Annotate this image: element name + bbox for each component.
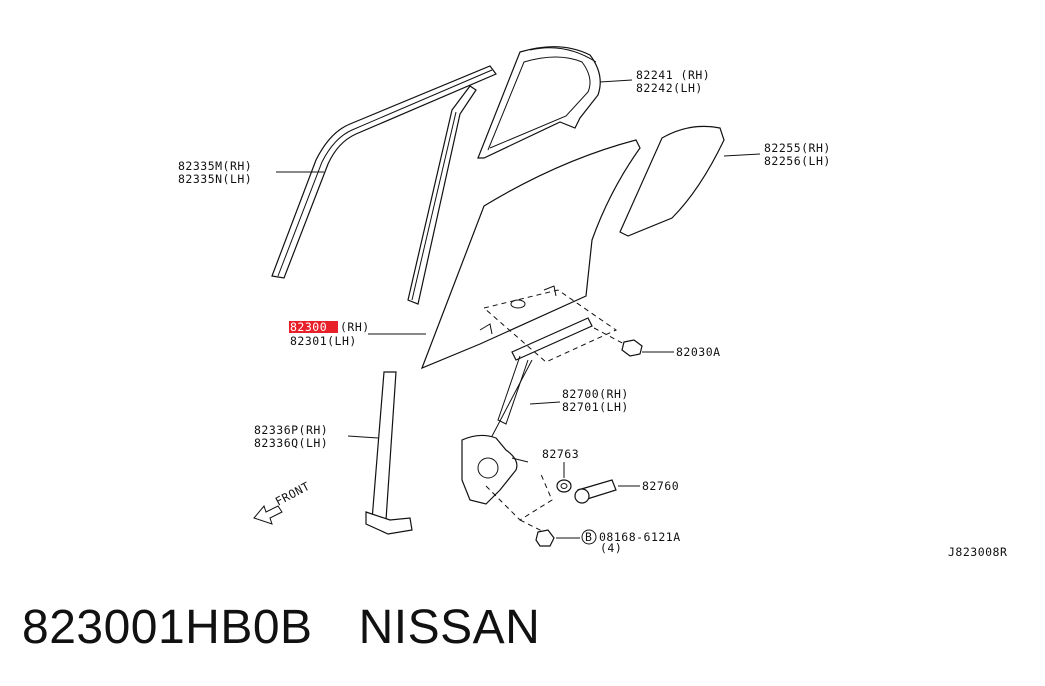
part-run-channel	[407, 85, 477, 305]
callout-82301-lh: 82301(LH)	[290, 334, 357, 348]
part-82241-sash	[477, 46, 601, 159]
callout-82335n-lh: 82335N(LH)	[178, 172, 252, 186]
callout-82241-rh: 82241 (RH)	[636, 68, 710, 82]
front-label: FRONT	[273, 479, 312, 509]
callout-82300-code: 82300	[290, 320, 327, 334]
footer: 823001HB0B NISSAN	[22, 600, 586, 655]
bolt-badge-letter: B	[585, 530, 592, 544]
callout-82760: 82760	[642, 479, 679, 493]
highlight-box	[289, 321, 338, 333]
part-82300-door-glass	[420, 139, 641, 370]
part-82700-regulator	[461, 317, 593, 505]
callout-82300-suffix: (RH)	[340, 320, 370, 334]
callout-82256-lh: 82256(LH)	[764, 154, 831, 168]
part-82336-lower-sash	[365, 371, 413, 535]
callout-82242-lh: 82242(LH)	[636, 81, 703, 95]
footer-brand: NISSAN	[358, 601, 541, 654]
callout-82700-rh: 82700(RH)	[562, 387, 629, 401]
callout-82030a: 82030A	[676, 345, 721, 359]
part-82763-washer	[556, 479, 572, 493]
callout-82255-rh: 82255(RH)	[764, 141, 831, 155]
bolt-badge-circle	[581, 529, 597, 545]
footer-part-number: 823001HB0B	[22, 601, 313, 654]
callout-82335m-rh: 82335M(RH)	[178, 159, 252, 173]
assembly-guide-lines	[482, 289, 629, 533]
part-08168-bolt	[535, 529, 555, 547]
callout-82336q-lh: 82336Q(LH)	[254, 436, 328, 450]
callout-08168-qty: (4)	[600, 541, 622, 555]
callout-08168-6121a: 08168-6121A	[599, 530, 681, 544]
callout-82336p-rh: 82336P(RH)	[254, 423, 328, 437]
callout-82763: 82763	[542, 447, 579, 461]
part-82255-partition-glass	[619, 125, 725, 237]
parts-diagram: 82241 (RH) 82242(LH) 82335M(RH) 82335N(L…	[178, 46, 1007, 559]
part-82030a-bolt	[621, 339, 643, 357]
leader-lines	[276, 79, 761, 539]
part-82760-handle	[574, 479, 617, 504]
diagram-ref-code: J823008R	[948, 545, 1007, 559]
front-arrow-icon	[253, 504, 283, 525]
callout-82701-lh: 82701(LH)	[562, 400, 629, 414]
